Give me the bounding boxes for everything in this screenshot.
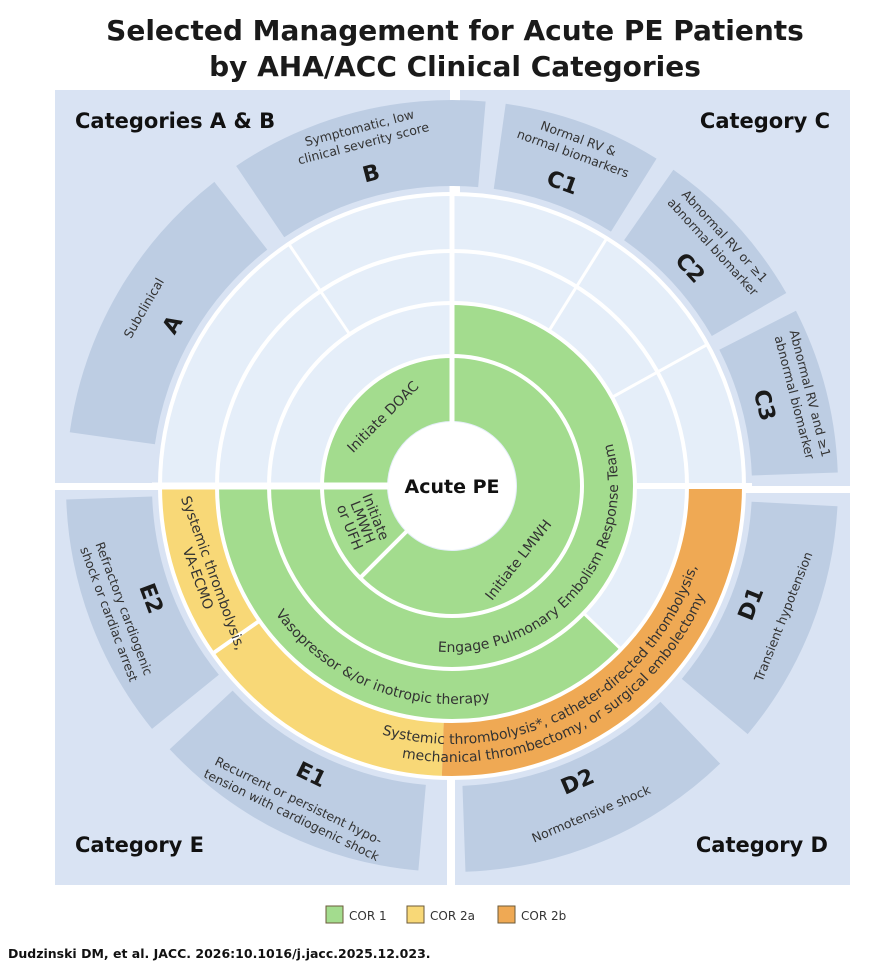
panel-title-c: Category C xyxy=(700,109,830,133)
panel-title-ab: Categories A & B xyxy=(75,109,275,133)
legend-swatch xyxy=(497,905,516,924)
category-wedge-c3 xyxy=(719,310,838,476)
panel-title-e: Category E xyxy=(75,833,204,857)
ring-separators xyxy=(152,186,752,780)
ring-advanced-therapies xyxy=(441,486,744,779)
title-line-2: by AHA/ACC Clinical Categories xyxy=(209,50,701,83)
radial-divider xyxy=(211,619,261,656)
category-wedge-e1 xyxy=(169,690,426,871)
ring-vasopressor xyxy=(217,486,622,721)
radial-divider xyxy=(582,612,623,651)
legend-label: COR 2a xyxy=(430,909,475,923)
category-wedge-d2 xyxy=(462,701,721,872)
category-wedge-a xyxy=(69,181,268,445)
radial-divider xyxy=(547,237,609,332)
legend: COR 1 COR 2a COR 2b xyxy=(325,905,566,924)
category-wedge-c2 xyxy=(624,169,787,336)
category-wedge-d1 xyxy=(681,501,838,735)
legend-label: COR 1 xyxy=(349,909,387,923)
citation: Dudzinski DM, et al. JACC. 2026:10.1016/… xyxy=(8,946,431,961)
legend-swatch xyxy=(406,905,425,924)
radial-divider xyxy=(358,529,409,580)
title-line-1: Selected Management for Acute PE Patient… xyxy=(106,14,804,47)
panel-title-d: Category D xyxy=(696,833,828,857)
legend-swatch xyxy=(325,905,344,924)
category-wedge-c1 xyxy=(493,103,657,232)
radial-divider xyxy=(611,343,709,399)
ring-systemic-thrombolysis-ecmo xyxy=(160,486,444,778)
ring-initiate-lmwh xyxy=(360,356,582,616)
radial-divider xyxy=(287,243,351,336)
ring-initiate-doac xyxy=(322,356,452,486)
legend-label: COR 2b xyxy=(521,909,566,923)
category-wedge-e2 xyxy=(66,496,219,729)
center-label: Acute PE xyxy=(405,476,500,498)
category-label: B xyxy=(360,160,383,188)
center-circle xyxy=(388,422,516,550)
category-wedge-b xyxy=(236,99,486,238)
